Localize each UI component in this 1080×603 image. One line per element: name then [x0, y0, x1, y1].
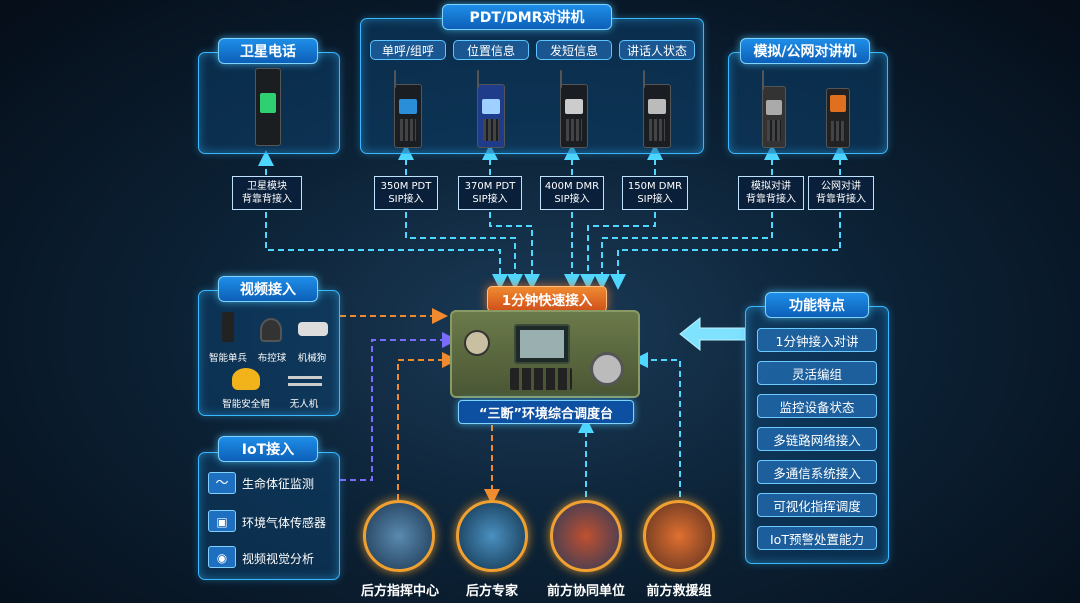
dome-camera-icon [260, 318, 282, 342]
feature-item-5: 多通信系统接入 [757, 460, 877, 484]
analog-radio-image [762, 70, 786, 148]
video-item-soldier: 智能单兵 [208, 353, 247, 364]
features-title: 功能特点 [765, 292, 869, 318]
bottom-label-expert: 后方专家 [465, 584, 518, 599]
bottom-label-coop-unit: 前方协同单位 [546, 584, 625, 599]
public-link-label: 公网对讲 背靠背接入 [808, 176, 874, 210]
center-name-label: “三断”环境综合调度台 [458, 400, 634, 424]
iot-item-vital: 生命体征监测 [242, 477, 315, 491]
command-center-image [363, 500, 435, 572]
robot-dog-icon [298, 322, 328, 336]
expert-image [456, 500, 528, 572]
satellite-title: 卫星电话 [218, 38, 318, 64]
pdt-link-150-line2: SIP接入 [637, 194, 673, 205]
pdt-link-400-line1: 400M DMR [544, 181, 600, 192]
feature-item-2: 灵活编组 [757, 361, 877, 385]
pdt-radio-400 [560, 70, 588, 148]
console-keypad [510, 368, 572, 390]
public-link-line1: 公网对讲 [821, 181, 861, 192]
video-item-drone: 无人机 [289, 399, 319, 410]
video-item-dome: 布控球 [257, 353, 287, 364]
helmet-icon [232, 368, 260, 390]
rescue-team-image [643, 500, 715, 572]
console-knob-left [464, 330, 490, 356]
pdt-title: PDT/DMR对讲机 [442, 4, 612, 30]
satellite-link-line1: 卫星模块 [247, 181, 287, 192]
heartbeat-icon: 〜 [208, 472, 236, 494]
satellite-link-line2: 背靠背接入 [242, 194, 292, 205]
pdt-chip-location: 位置信息 [453, 40, 529, 60]
console-knob-right [590, 352, 624, 386]
bottom-label-rescue-team: 前方救援组 [646, 584, 712, 599]
console-screen [514, 324, 570, 364]
iot-item-vision: 视频视觉分析 [242, 552, 315, 566]
coop-unit-image [550, 500, 622, 572]
body-camera-icon [222, 312, 234, 342]
center-badge: 1分钟快速接入 [487, 286, 607, 312]
vision-eye-icon: ◉ [208, 546, 236, 568]
analog-panel [728, 52, 888, 154]
pdt-link-350-line2: SIP接入 [388, 194, 424, 205]
satellite-link-label: 卫星模块 背靠背接入 [232, 176, 302, 210]
video-panel [198, 290, 340, 416]
analog-link-label: 模拟对讲 背靠背接入 [738, 176, 804, 210]
pdt-chip-call: 单呼/组呼 [370, 40, 446, 60]
pdt-chip-speaker: 讲话人状态 [619, 40, 695, 60]
pdt-link-400: 400M DMR SIP接入 [540, 176, 604, 210]
analog-title: 模拟/公网对讲机 [740, 38, 870, 64]
feature-item-6: 可视化指挥调度 [757, 493, 877, 517]
gas-sensor-icon: ▣ [208, 510, 236, 532]
video-title: 视频接入 [218, 276, 318, 302]
satellite-phone-image [255, 68, 281, 146]
feature-item-7: IoT预警处置能力 [757, 526, 877, 550]
feature-item-4: 多链路网络接入 [757, 427, 877, 451]
dispatch-console-device [450, 310, 640, 398]
iot-item-gas: 环境气体传感器 [242, 516, 327, 530]
pdt-link-350: 350M PDT SIP接入 [374, 176, 438, 210]
pdt-link-370-line2: SIP接入 [472, 194, 508, 205]
pdt-radio-350 [394, 70, 422, 148]
pdt-chip-sms: 发短信息 [536, 40, 612, 60]
pdt-radio-150 [643, 70, 671, 148]
pdt-link-370-line1: 370M PDT [464, 181, 516, 192]
pdt-link-350-line1: 350M PDT [380, 181, 432, 192]
feature-item-3: 监控设备状态 [757, 394, 877, 418]
video-item-dog: 机械狗 [297, 353, 327, 364]
feature-item-1: 1分钟接入对讲 [757, 328, 877, 352]
analog-link-line2: 背靠背接入 [746, 194, 796, 205]
pdt-link-400-line2: SIP接入 [554, 194, 590, 205]
pdt-link-150-line1: 150M DMR [627, 181, 683, 192]
analog-link-line1: 模拟对讲 [751, 181, 791, 192]
pdt-link-150: 150M DMR SIP接入 [622, 176, 688, 210]
iot-title: IoT接入 [218, 436, 318, 462]
drone-icon [288, 376, 322, 386]
pdt-radio-370 [477, 70, 505, 148]
bottom-label-command-center: 后方指挥中心 [360, 584, 439, 599]
pdt-link-370: 370M PDT SIP接入 [458, 176, 522, 210]
public-link-line2: 背靠背接入 [816, 194, 866, 205]
video-item-helmet: 智能安全帽 [222, 399, 270, 410]
public-network-radio-image [826, 88, 850, 148]
